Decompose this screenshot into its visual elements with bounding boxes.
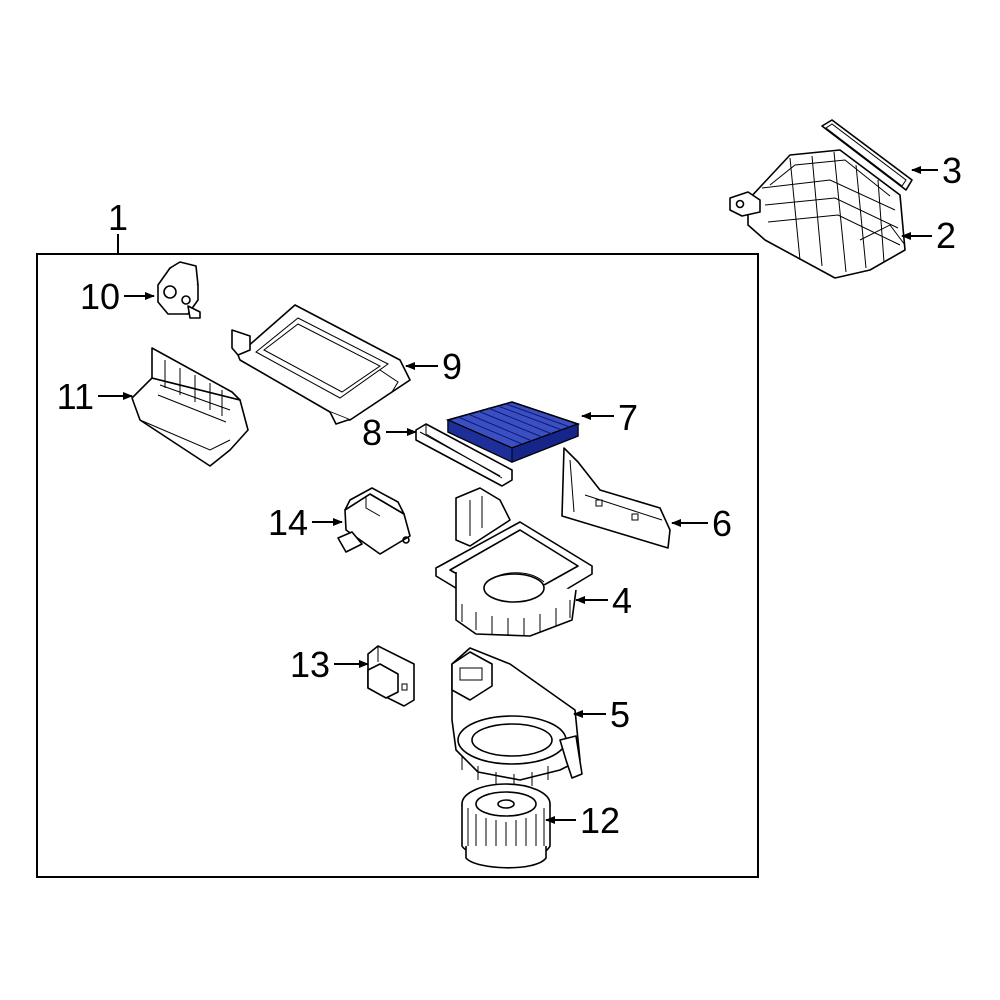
part-11-air-duct	[131, 347, 249, 467]
part-12-blower-motor	[461, 783, 551, 869]
callout-4: 4	[612, 580, 632, 621]
part-9-filter-frame	[231, 304, 411, 425]
part-14-module	[337, 487, 411, 555]
part-10-sensor	[157, 261, 201, 319]
callout-8: 8	[362, 412, 382, 453]
part-6-panel	[561, 447, 671, 549]
callout-12: 12	[580, 800, 620, 841]
callout-14: 14	[268, 502, 308, 543]
callout-3: 3	[942, 150, 962, 191]
callout-6: 6	[712, 503, 732, 544]
part-8-strip	[415, 423, 513, 487]
leader-lines	[98, 166, 938, 824]
callout-1: 1	[108, 197, 128, 238]
part-2-intake-duct	[729, 149, 906, 279]
part-4-case	[435, 487, 593, 637]
callout-9: 9	[442, 346, 462, 387]
part-5-blower-housing	[451, 647, 583, 788]
callout-10: 10	[80, 276, 120, 317]
callout-labels: 1 2 3 4 5 6 7 8 9 10 11 12 13 14	[57, 150, 962, 841]
callout-7: 7	[618, 397, 638, 438]
part-13-resistor	[367, 645, 415, 707]
part-7-cabin-air-filter	[445, 401, 581, 463]
callout-11: 11	[57, 376, 94, 417]
part-3-gasket	[821, 119, 913, 191]
callout-5: 5	[610, 694, 630, 735]
callout-13: 13	[290, 644, 330, 685]
assembly-frame	[36, 253, 759, 878]
callout-2: 2	[936, 215, 956, 256]
